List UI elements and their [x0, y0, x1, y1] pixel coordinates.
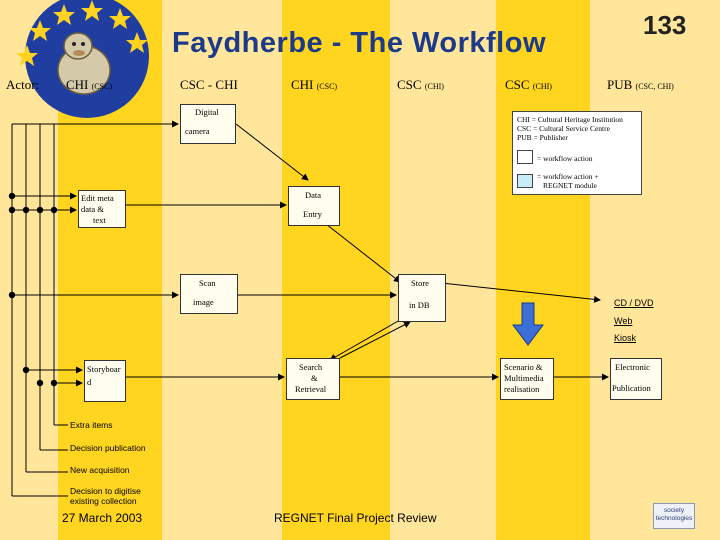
box-scan-image: Scan image [180, 274, 238, 314]
media-cd-dvd: CD / DVD [614, 298, 654, 308]
media-kiosk: Kiosk [614, 333, 637, 343]
page-title: Faydherbe - The Workflow [172, 27, 547, 59]
actor-csc-chi-3: CSC (CHI) [505, 77, 552, 92]
legend-chi: CHI = Cultural Heritage Institution [517, 115, 623, 124]
actor-pub: PUB (CSC, CHI) [607, 77, 674, 92]
media-web: Web [614, 316, 633, 326]
input-extra-items: Extra items [70, 420, 113, 430]
input-decision-publication: Decision publication [70, 443, 146, 453]
society-technologies-logo: society technologies [653, 503, 695, 529]
box-store-in-db: Store in DB [398, 274, 446, 322]
legend-csc: CSC = Cultural Service Centre [517, 124, 610, 133]
input-existing-collection: existing collection [70, 496, 137, 506]
box-scenario-multimedia: Scenario & Multimedia realisation [500, 358, 554, 400]
box-search-retrieval: Search & Retrieval [286, 358, 340, 400]
legend-pub: PUB = Publisher [517, 133, 568, 142]
lane-pub [590, 0, 720, 540]
logo-line-2: technologies [655, 515, 693, 522]
actor-label: Actor: [6, 77, 40, 92]
actor-csc-chi: CSC - CHI [180, 77, 238, 92]
input-new-acquisition: New acquisition [70, 465, 130, 475]
footer-date: 27 March 2003 [62, 511, 143, 525]
actor-csc-chi-2: CSC (CHI) [397, 77, 444, 92]
legend-regnet-label-2: REGNET module [543, 181, 597, 190]
input-decision-digitise: Decision to digitise [70, 486, 141, 496]
legend-action-label: = workflow action [537, 154, 593, 163]
actor-chi-csc-2: CHI (CSC) [291, 77, 338, 92]
lane-csc-chi [162, 0, 282, 540]
lane-csc-chi-3 [496, 0, 590, 540]
legend-swatch-action [517, 150, 533, 164]
box-storyboard: Storyboar d [84, 360, 126, 402]
box-digital-camera: Digital camera [180, 104, 236, 144]
legend-regnet-label-1: = workflow action + [537, 172, 599, 181]
slide-number: 133 [643, 10, 687, 40]
actor-chi-csc: CHI (CSC) [66, 77, 113, 92]
lane-csc-chi-2 [390, 0, 496, 540]
box-electronic-publication: Electronic Publication [610, 358, 662, 400]
legend: CHI = Cultural Heritage Institution CSC … [512, 111, 642, 195]
logo-line-1: society [663, 507, 685, 514]
box-edit-meta-data: Edit meta data & text [78, 190, 126, 228]
box-data-entry: Data Entry [288, 186, 340, 226]
legend-swatch-regnet [517, 174, 533, 188]
footer-event: REGNET Final Project Review [274, 511, 437, 525]
